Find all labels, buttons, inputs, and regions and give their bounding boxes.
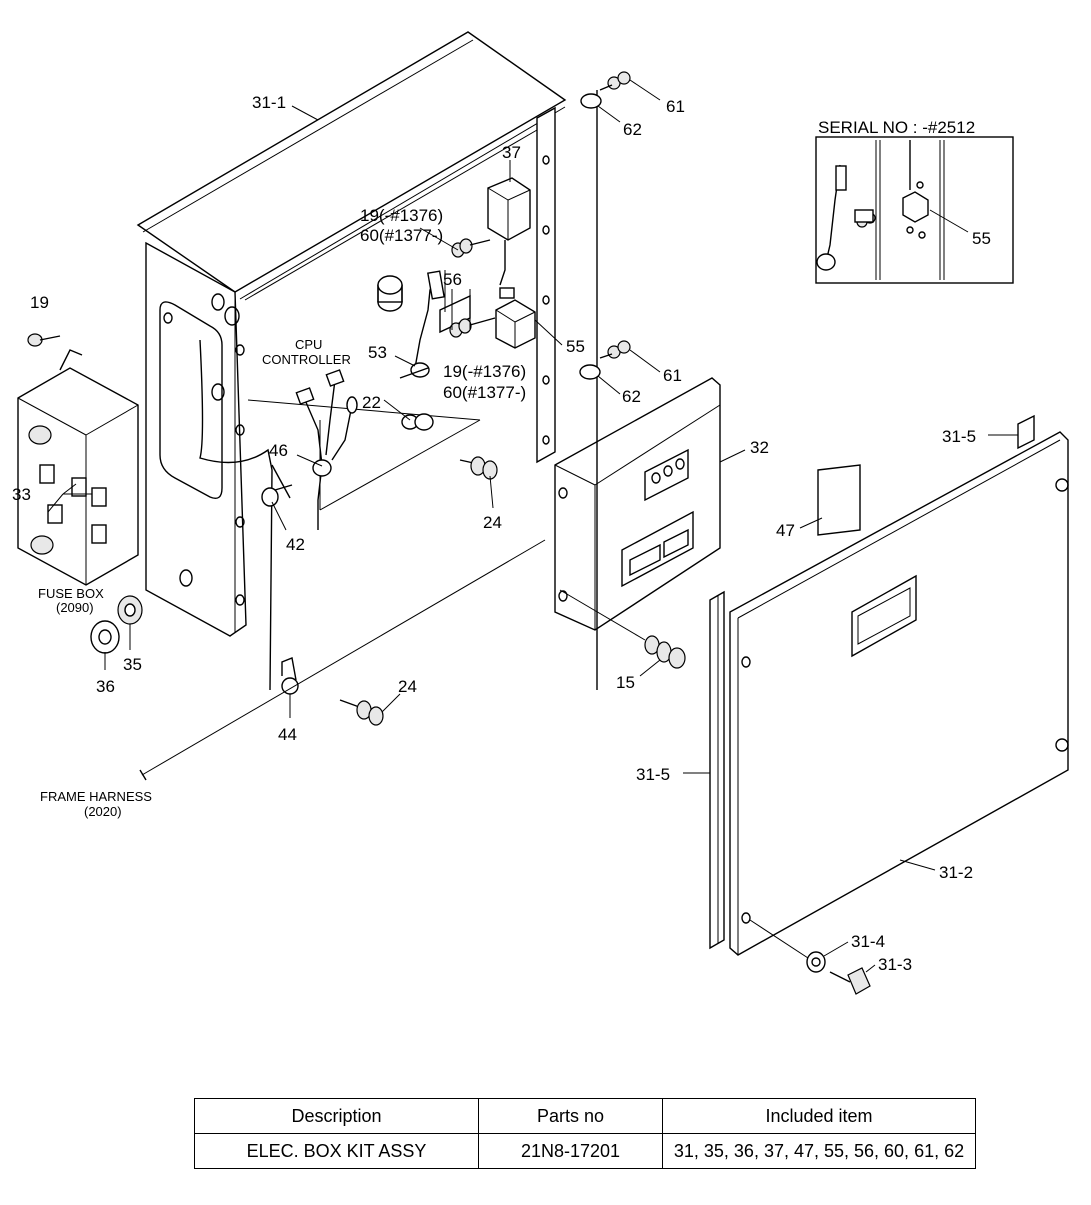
callout-15: 15 xyxy=(616,673,635,692)
table-header-row: Description Parts no Included item xyxy=(194,1098,976,1134)
cpu-controller-label-1: CPU xyxy=(295,337,322,352)
callout-56: 56 xyxy=(443,270,462,289)
header-description: Description xyxy=(194,1098,479,1134)
cell-description: ELEC. BOX KIT ASSY xyxy=(194,1133,479,1169)
callout-53: 53 xyxy=(368,343,387,362)
callout-37: 37 xyxy=(502,143,521,162)
callout-31-5-a: 31-5 xyxy=(942,427,976,446)
callout-31-4: 31-4 xyxy=(851,932,885,951)
relay-37 xyxy=(487,177,531,286)
callout-33: 33 xyxy=(12,485,31,504)
callout-labels: 31-1 37 19(-#1376) 60(#1377-) 56 55 53 C… xyxy=(12,93,991,974)
header-parts-no: Parts no xyxy=(478,1098,663,1134)
callout-31-5-b: 31-5 xyxy=(636,765,670,784)
clip-62-lower xyxy=(579,340,631,380)
washer-31-4 xyxy=(749,919,826,973)
bolt-15 xyxy=(559,589,686,669)
bolt-24-lower xyxy=(339,699,384,726)
callout-19-a: 19(-#1376) xyxy=(360,206,443,225)
callout-61-b: 61 xyxy=(663,366,682,385)
callout-31-3: 31-3 xyxy=(878,955,912,974)
callout-36: 36 xyxy=(96,677,115,696)
frame-harness-number: (2020) xyxy=(84,804,122,819)
cpu-controller-label-2: CONTROLLER xyxy=(262,352,351,367)
gasket-31-5-top xyxy=(1017,414,1035,450)
leader-lines xyxy=(47,79,1018,973)
callout-24-a: 24 xyxy=(483,513,502,532)
serial-inset xyxy=(815,136,1014,284)
washer-36 xyxy=(90,620,120,654)
gasket-31-5-side xyxy=(709,590,725,950)
bolt-31-3 xyxy=(829,967,871,995)
fuse-box-number: (2090) xyxy=(56,600,94,615)
bolt-19-60 xyxy=(449,238,496,338)
callout-32: 32 xyxy=(750,438,769,457)
controller-harness xyxy=(199,270,445,691)
cover-31-2 xyxy=(729,431,1069,956)
serial-inset-title: SERIAL NO : -#2512 xyxy=(818,118,975,137)
callout-55: 55 xyxy=(566,337,585,356)
elec-box-housing xyxy=(136,31,567,637)
cell-included-item: 31, 35, 36, 37, 47, 55, 56, 60, 61, 62 xyxy=(662,1133,976,1169)
grommet-35 xyxy=(117,595,143,625)
bolt-24-upper xyxy=(459,456,498,480)
fuse-box xyxy=(17,333,139,586)
header-included-item: Included item xyxy=(662,1098,976,1134)
callout-19-b: 19(-#1376) xyxy=(443,362,526,381)
callout-24-b: 24 xyxy=(398,677,417,696)
label-47 xyxy=(817,464,861,536)
table-row: ELEC. BOX KIT ASSY 21N8-17201 31, 35, 36… xyxy=(194,1133,976,1169)
callout-61-a: 61 xyxy=(666,97,685,116)
callout-47: 47 xyxy=(776,521,795,540)
callout-31-1: 31-1 xyxy=(252,93,286,112)
clip-62-upper xyxy=(580,71,631,690)
callout-44: 44 xyxy=(278,725,297,744)
callout-35: 35 xyxy=(123,655,142,674)
cell-parts-no: 21N8-17201 xyxy=(478,1133,663,1169)
callout-62-a: 62 xyxy=(623,120,642,139)
callout-31-2: 31-2 xyxy=(939,863,973,882)
callout-60-a: 60(#1377-) xyxy=(360,226,443,245)
cable-clamps xyxy=(261,362,434,695)
inset-callout-55: 55 xyxy=(972,229,991,248)
callout-19: 19 xyxy=(30,293,49,312)
callout-42: 42 xyxy=(286,535,305,554)
relay-55 xyxy=(495,287,536,349)
callout-22: 22 xyxy=(362,393,381,412)
cpu-controller-32 xyxy=(554,377,721,631)
frame-harness-line xyxy=(141,539,546,776)
fuse-box-label: FUSE BOX xyxy=(38,586,104,601)
callout-60-b: 60(#1377-) xyxy=(443,383,526,402)
frame-harness-label: FRAME HARNESS xyxy=(40,789,152,804)
callout-46: 46 xyxy=(269,441,288,460)
callout-62-b: 62 xyxy=(622,387,641,406)
parts-table: Description Parts no Included item ELEC.… xyxy=(194,1098,976,1169)
